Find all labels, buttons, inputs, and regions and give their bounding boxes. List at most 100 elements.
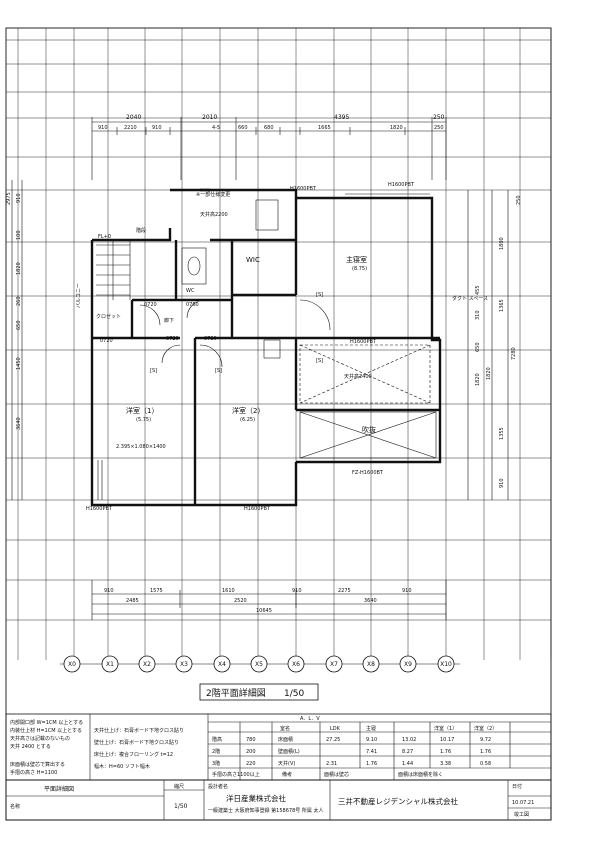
legend-left-4: 天井 2400 とする	[10, 743, 51, 750]
svg-text:1.76: 1.76	[366, 761, 377, 767]
svg-text:9.72: 9.72	[480, 737, 491, 743]
legend-left-7: 床面積は壁芯で算出する	[10, 761, 65, 768]
svg-text:2階: 2階	[212, 748, 220, 755]
title-client: 三井不動産レジデンシャル株式会社	[338, 796, 458, 806]
note-beam3: H1600PBT	[350, 339, 377, 345]
room-void-label: 吹抜	[362, 425, 376, 434]
dim-bot-r1-1: 910	[104, 588, 114, 594]
sheet-border	[5, 27, 552, 821]
note-beam4: FZ-H1600BT	[352, 470, 384, 476]
dim-top-r2-6: 680	[264, 125, 274, 131]
area-col-main: 主寝	[366, 725, 376, 732]
svg-text:1.76: 1.76	[440, 749, 451, 755]
drawing-scale-text: 1/50	[284, 689, 304, 699]
dim-left-1: 2975	[6, 192, 12, 205]
grid-bubble-x7: X7	[325, 655, 343, 673]
dim-left-7: 1450	[16, 357, 22, 370]
room-closet-label: クロゼット	[96, 313, 121, 320]
dim-right-7: 1820	[486, 367, 492, 380]
legend-left-2: 内装仕上材 H=1CM 以上とする	[10, 727, 82, 734]
grid-bubble-x5: X5	[250, 655, 268, 673]
left-dimensions: 2975 910 100 1820 260 650 1450 3640	[6, 180, 23, 500]
vertical-grid-lines	[17, 28, 552, 660]
svg-text:X5: X5	[255, 661, 263, 668]
area-col-bed1: 洋室（1）	[434, 725, 457, 732]
svg-text:10.17: 10.17	[440, 737, 454, 743]
grid-bubble-x10: X10	[437, 655, 455, 673]
dim-bot-r1-6: 910	[402, 588, 412, 594]
room-s3: [S]	[215, 368, 222, 374]
floor-plan	[90, 188, 442, 507]
title-date-label: 日付	[512, 783, 522, 790]
legend-block: 内部開口部 W=1CM 以上とする 内装仕上材 H=1CM 以上とする 天井高さ…	[5, 713, 552, 781]
note-door4: 0760	[186, 302, 199, 308]
room-main-area: (8.75)	[352, 266, 367, 272]
note-beam5: H1600PBT	[244, 506, 271, 512]
room-s1: [S]	[316, 292, 323, 298]
grid-bubbles: X0 X1 X2 X3 X4 X5 X6 X7 X8 X9 X10	[60, 655, 460, 673]
dim-bot-r1-4: 910	[292, 588, 302, 594]
dim-left-2: 910	[16, 193, 22, 203]
svg-text:1.76: 1.76	[480, 749, 491, 755]
area-col-bed2: 洋室（2）	[474, 725, 497, 732]
note-balcony: バルコニー	[76, 283, 82, 308]
grid-bubble-x9: X9	[399, 655, 417, 673]
svg-text:X4: X4	[218, 661, 226, 668]
dim-left-6: 650	[16, 320, 22, 330]
dim-top-r2-8: 1820	[390, 125, 403, 131]
dim-left-5: 260	[16, 296, 22, 306]
svg-text:X6: X6	[292, 661, 300, 668]
dim-right-9: 1820	[475, 373, 481, 386]
svg-text:X1: X1	[106, 661, 114, 668]
room-bed1-area: (5.75)	[136, 417, 151, 423]
dim-top-r2-3: 910	[152, 125, 162, 131]
area-footer-right2: 面積は床面積を除く	[398, 771, 443, 778]
dim-top-r2-4: 4-5	[212, 125, 220, 131]
note-door3: 0720	[100, 338, 113, 344]
dim-right-2: 1800	[499, 237, 505, 250]
svg-text:3.38: 3.38	[440, 761, 451, 767]
area-row-1: 階高 780 床面積 27.25 9.10 13.02 10.17 9.72	[212, 736, 491, 743]
dim-right-6: 650	[475, 342, 481, 352]
legend-left-3: 天井高さは記載のないもの	[10, 735, 70, 742]
svg-text:1.44: 1.44	[402, 761, 413, 767]
title-designer: 洋日産業株式会社	[226, 793, 286, 803]
note-beam2: H1600PBT	[388, 182, 415, 188]
dim-top-r2-5: 660	[238, 125, 248, 131]
note-window1: 2.395×1.080×1400	[116, 444, 166, 450]
dim-left-4: 1820	[16, 262, 22, 275]
drawing-title: 2階平面詳細図 1/50	[199, 683, 319, 701]
dim-top-2: 2010	[202, 114, 217, 121]
note-ceiling2: 天井高2200	[200, 211, 228, 218]
dim-bot-total: 10645	[256, 608, 272, 614]
room-toilet-label: WC	[186, 288, 195, 294]
drawing-title-text: 2階平面詳細図	[206, 687, 266, 699]
note-beam1: H1600PBT	[290, 186, 317, 192]
legend-mid-1: 天井仕上げ：石膏ボード下地クロス貼り	[94, 727, 184, 734]
dim-right-8: 7280	[511, 347, 517, 360]
legend-left-8: 手摺の高さ H=1100	[10, 769, 57, 776]
room-bed2-area: (6.25)	[240, 417, 255, 423]
svg-text:壁面積(L): 壁面積(L)	[278, 748, 300, 755]
dim-right-1: 250	[516, 195, 522, 205]
svg-text:X0: X0	[68, 661, 76, 668]
svg-text:X9: X9	[404, 661, 412, 668]
room-bed1-label: 洋室（1）	[126, 406, 158, 415]
room-chute-label: ダクト スペース	[452, 295, 488, 302]
svg-text:27.25: 27.25	[326, 737, 340, 743]
dim-left-3: 100	[16, 230, 22, 240]
legend-mid-2: 壁仕上げ：石膏ボード下地クロス貼り	[94, 739, 179, 746]
svg-text:X10: X10	[440, 661, 452, 668]
dim-right-11: 910	[499, 478, 505, 488]
dim-right-10: 1355	[499, 427, 505, 440]
svg-text:X7: X7	[330, 661, 338, 668]
svg-text:7.41: 7.41	[366, 749, 377, 755]
svg-text:13.02: 13.02	[402, 737, 416, 743]
dim-top-r2-2: 2210	[124, 125, 137, 131]
note-header: ※一部仕様変更	[196, 191, 230, 198]
area-table-header: A．L．V	[300, 716, 320, 722]
grid-bubble-x8: X8	[362, 655, 380, 673]
svg-text:2.31: 2.31	[326, 761, 337, 767]
dim-top-1: 2040	[126, 114, 141, 121]
